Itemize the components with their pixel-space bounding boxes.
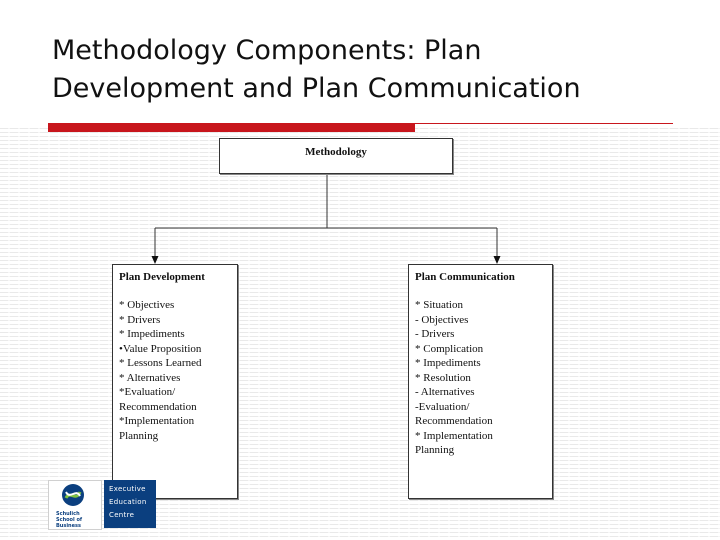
list-item: * Impediments [415,357,481,369]
list-item: Recommendation [415,415,493,427]
list-item: * Lessons Learned [119,357,202,369]
list-item: *Implementation [119,415,195,427]
schulich-logo: Schulich School of Business [48,480,102,530]
plan-communication-box: Plan Communication * Situation - Objecti… [408,264,553,499]
schulich-swoosh-icon [62,484,84,506]
slide-title: Methodology Components: Plan Development… [52,32,692,108]
title-accent-bar [48,123,415,132]
schulich-logo-line-2: School of Business [56,517,83,529]
list-item: •Value Proposition [119,342,202,355]
list-item: * Drivers [119,313,161,326]
list-item: - Alternatives [415,386,475,398]
list-item: * Alternatives [119,371,181,384]
left-arrowhead [151,256,159,264]
list-item: -Evaluation/ [415,400,470,413]
list-item: - Drivers [415,328,455,340]
list-item: * Resolution [415,371,471,384]
executive-education-logo: Executive Education Centre [104,480,156,528]
list-item: Recommendation [119,400,197,413]
schulich-logo-line-1: Schulich [56,511,80,517]
exec-logo-line-1: Executive [109,485,146,493]
right-arrowhead [493,256,501,264]
exec-logo-line-3: Centre [109,511,135,519]
list-item: * Situation [415,299,463,311]
list-item: * Implementation [415,429,493,442]
plan-development-box: Plan Development * Objectives * Drivers … [112,264,238,499]
title-accent-line [415,123,673,124]
list-item: - Objectives [415,313,469,326]
list-item: * Objectives [119,299,175,311]
list-item: Planning [415,444,455,456]
list-item: Planning [119,429,159,442]
plan-communication-heading: Plan Communication [415,271,515,283]
exec-logo-line-2: Education [109,498,147,506]
list-item: * Complication [415,342,484,355]
title-line-2: Development and Plan Communication [52,73,581,104]
methodology-box: Methodology [219,138,453,174]
plan-development-heading: Plan Development [119,271,205,283]
list-item: * Impediments [119,328,185,340]
methodology-label: Methodology [305,146,367,158]
list-item: *Evaluation/ [119,386,176,398]
title-line-1: Methodology Components: Plan [52,35,482,66]
